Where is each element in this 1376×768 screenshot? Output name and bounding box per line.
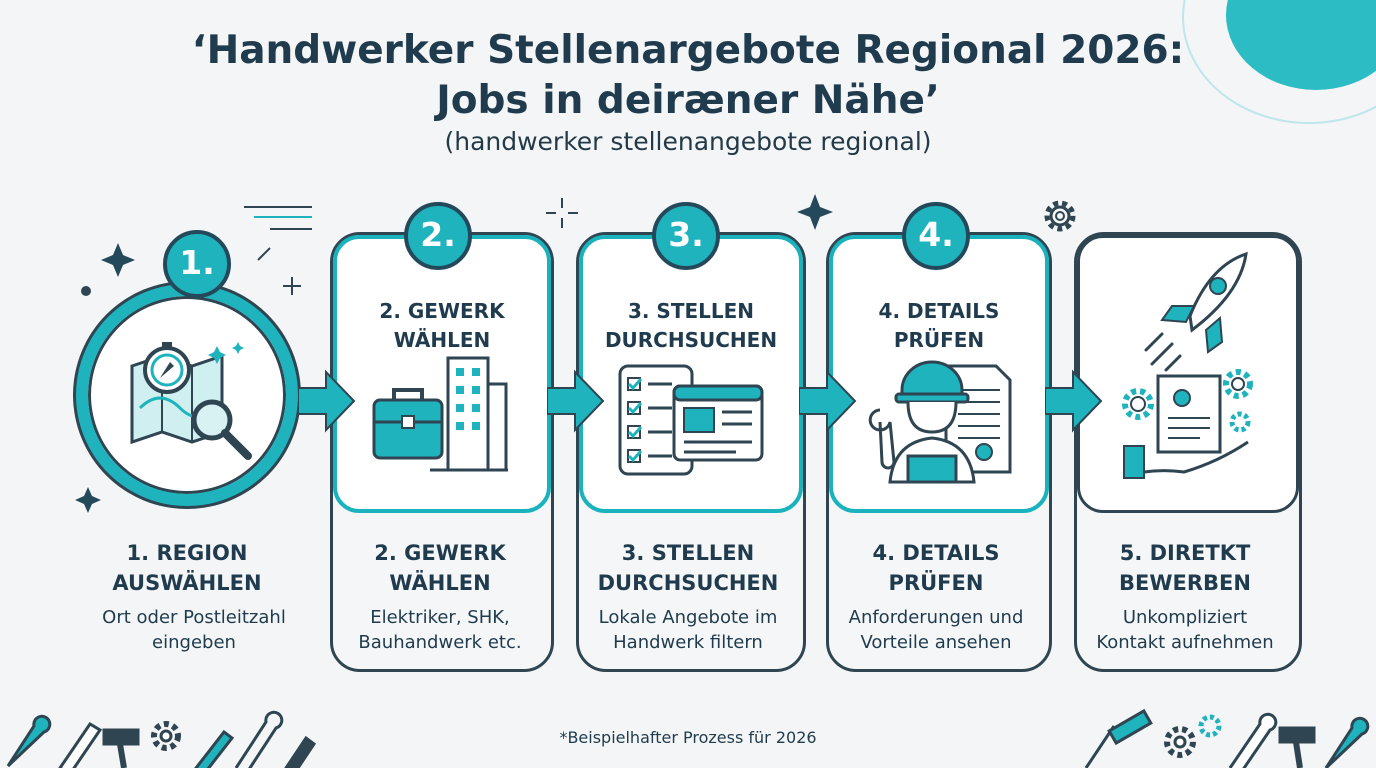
- gear-icon: [1044, 200, 1076, 232]
- arrow-step-1-to-2: [298, 369, 356, 433]
- step-2-card-title: 2. GEWERK WÄHLEN: [379, 299, 505, 352]
- step-3-badge: 3.: [652, 202, 720, 270]
- checklist-browser-icon: [618, 364, 764, 476]
- step-2-description: Elektriker, SHK, Bauhandwerk etc.: [358, 607, 522, 653]
- map-compass-magnifier-icon: [130, 342, 252, 460]
- sparkle-decorations-top: [546, 194, 1076, 232]
- gear-icon: [1198, 714, 1222, 738]
- step-4-card-title: 4. DETAILS PRÜFEN: [878, 299, 1000, 352]
- toolbox-building-icon: [372, 356, 508, 472]
- step-2-inner-panel: 2. GEWERK WÄHLEN: [333, 235, 551, 513]
- page-title-line1: ‘Handwerker Stellenargebote Regional 202…: [191, 28, 1185, 73]
- arrow-step-4-to-5: [1045, 369, 1103, 433]
- arrow-step-3-to-4: [799, 369, 857, 433]
- step-1-title: 1. REGION AUSWÄHLEN: [112, 541, 262, 595]
- plus-icon: [283, 277, 301, 295]
- rocket-resume-hand-icon: [1122, 251, 1253, 479]
- step-5-inner-panel: [1077, 235, 1299, 513]
- sparkle-icon: [101, 243, 135, 277]
- step-4-card: 4. DETAILS PRÜFEN: [826, 232, 1052, 672]
- page-subtitle: (handwerker stellenangebote regional): [444, 127, 932, 156]
- screwdriver-icon: [284, 735, 317, 768]
- step-4-badge: 4.: [902, 202, 970, 270]
- dot-icon: [81, 286, 91, 296]
- sparkle-icon: [797, 194, 833, 230]
- dash-line: [257, 247, 271, 261]
- tools-decoration-right: [1084, 708, 1370, 768]
- step-4-description: Anforderungen und Vorteile ansehen: [848, 607, 1024, 653]
- page-title-line2: Jobs in deiræner Nähe’: [436, 78, 940, 123]
- step-1-badge: 1.: [163, 230, 231, 298]
- step-3-title: 3. STELLEN DURCHSUCHEN: [597, 541, 779, 595]
- step-3-card-title: 3. STELLEN DURCHSUCHEN: [604, 299, 778, 352]
- sparkle-decorations-left: [75, 206, 312, 513]
- step-4-title: 4. DETAILS PRÜFEN: [872, 541, 1000, 595]
- crosshair-icon: [546, 198, 578, 228]
- screwdriver-icon: [58, 721, 103, 768]
- step-1-description: Ort oder Postleitzahl eingeben: [102, 607, 286, 653]
- footnote: *Beispielhafter Prozess für 2026: [559, 728, 817, 747]
- step-2-badge: 2.: [404, 202, 472, 270]
- step-2-title: 2. GEWERK WÄHLEN: [374, 541, 506, 595]
- worker-document-icon: [868, 360, 1012, 484]
- gear-icon: [1164, 726, 1196, 758]
- gear-icon: [151, 721, 181, 751]
- wrench-icon: [234, 710, 284, 768]
- tools-decoration-left: [6, 710, 317, 768]
- step-5-description: Unkompliziert Kontakt aufnehmen: [1096, 607, 1274, 653]
- step-5-title: 5. DIRETKT BEWERBEN: [1119, 541, 1251, 595]
- wrench-icon: [1324, 716, 1370, 768]
- step-3-description: Lokale Angebote im Handwerk filtern: [598, 607, 778, 653]
- chisel-icon: [194, 729, 235, 768]
- arrow-step-2-to-3: [547, 369, 605, 433]
- sparkle-icon: [75, 487, 101, 513]
- wrench-icon: [1228, 712, 1278, 768]
- wrench-icon: [6, 714, 52, 768]
